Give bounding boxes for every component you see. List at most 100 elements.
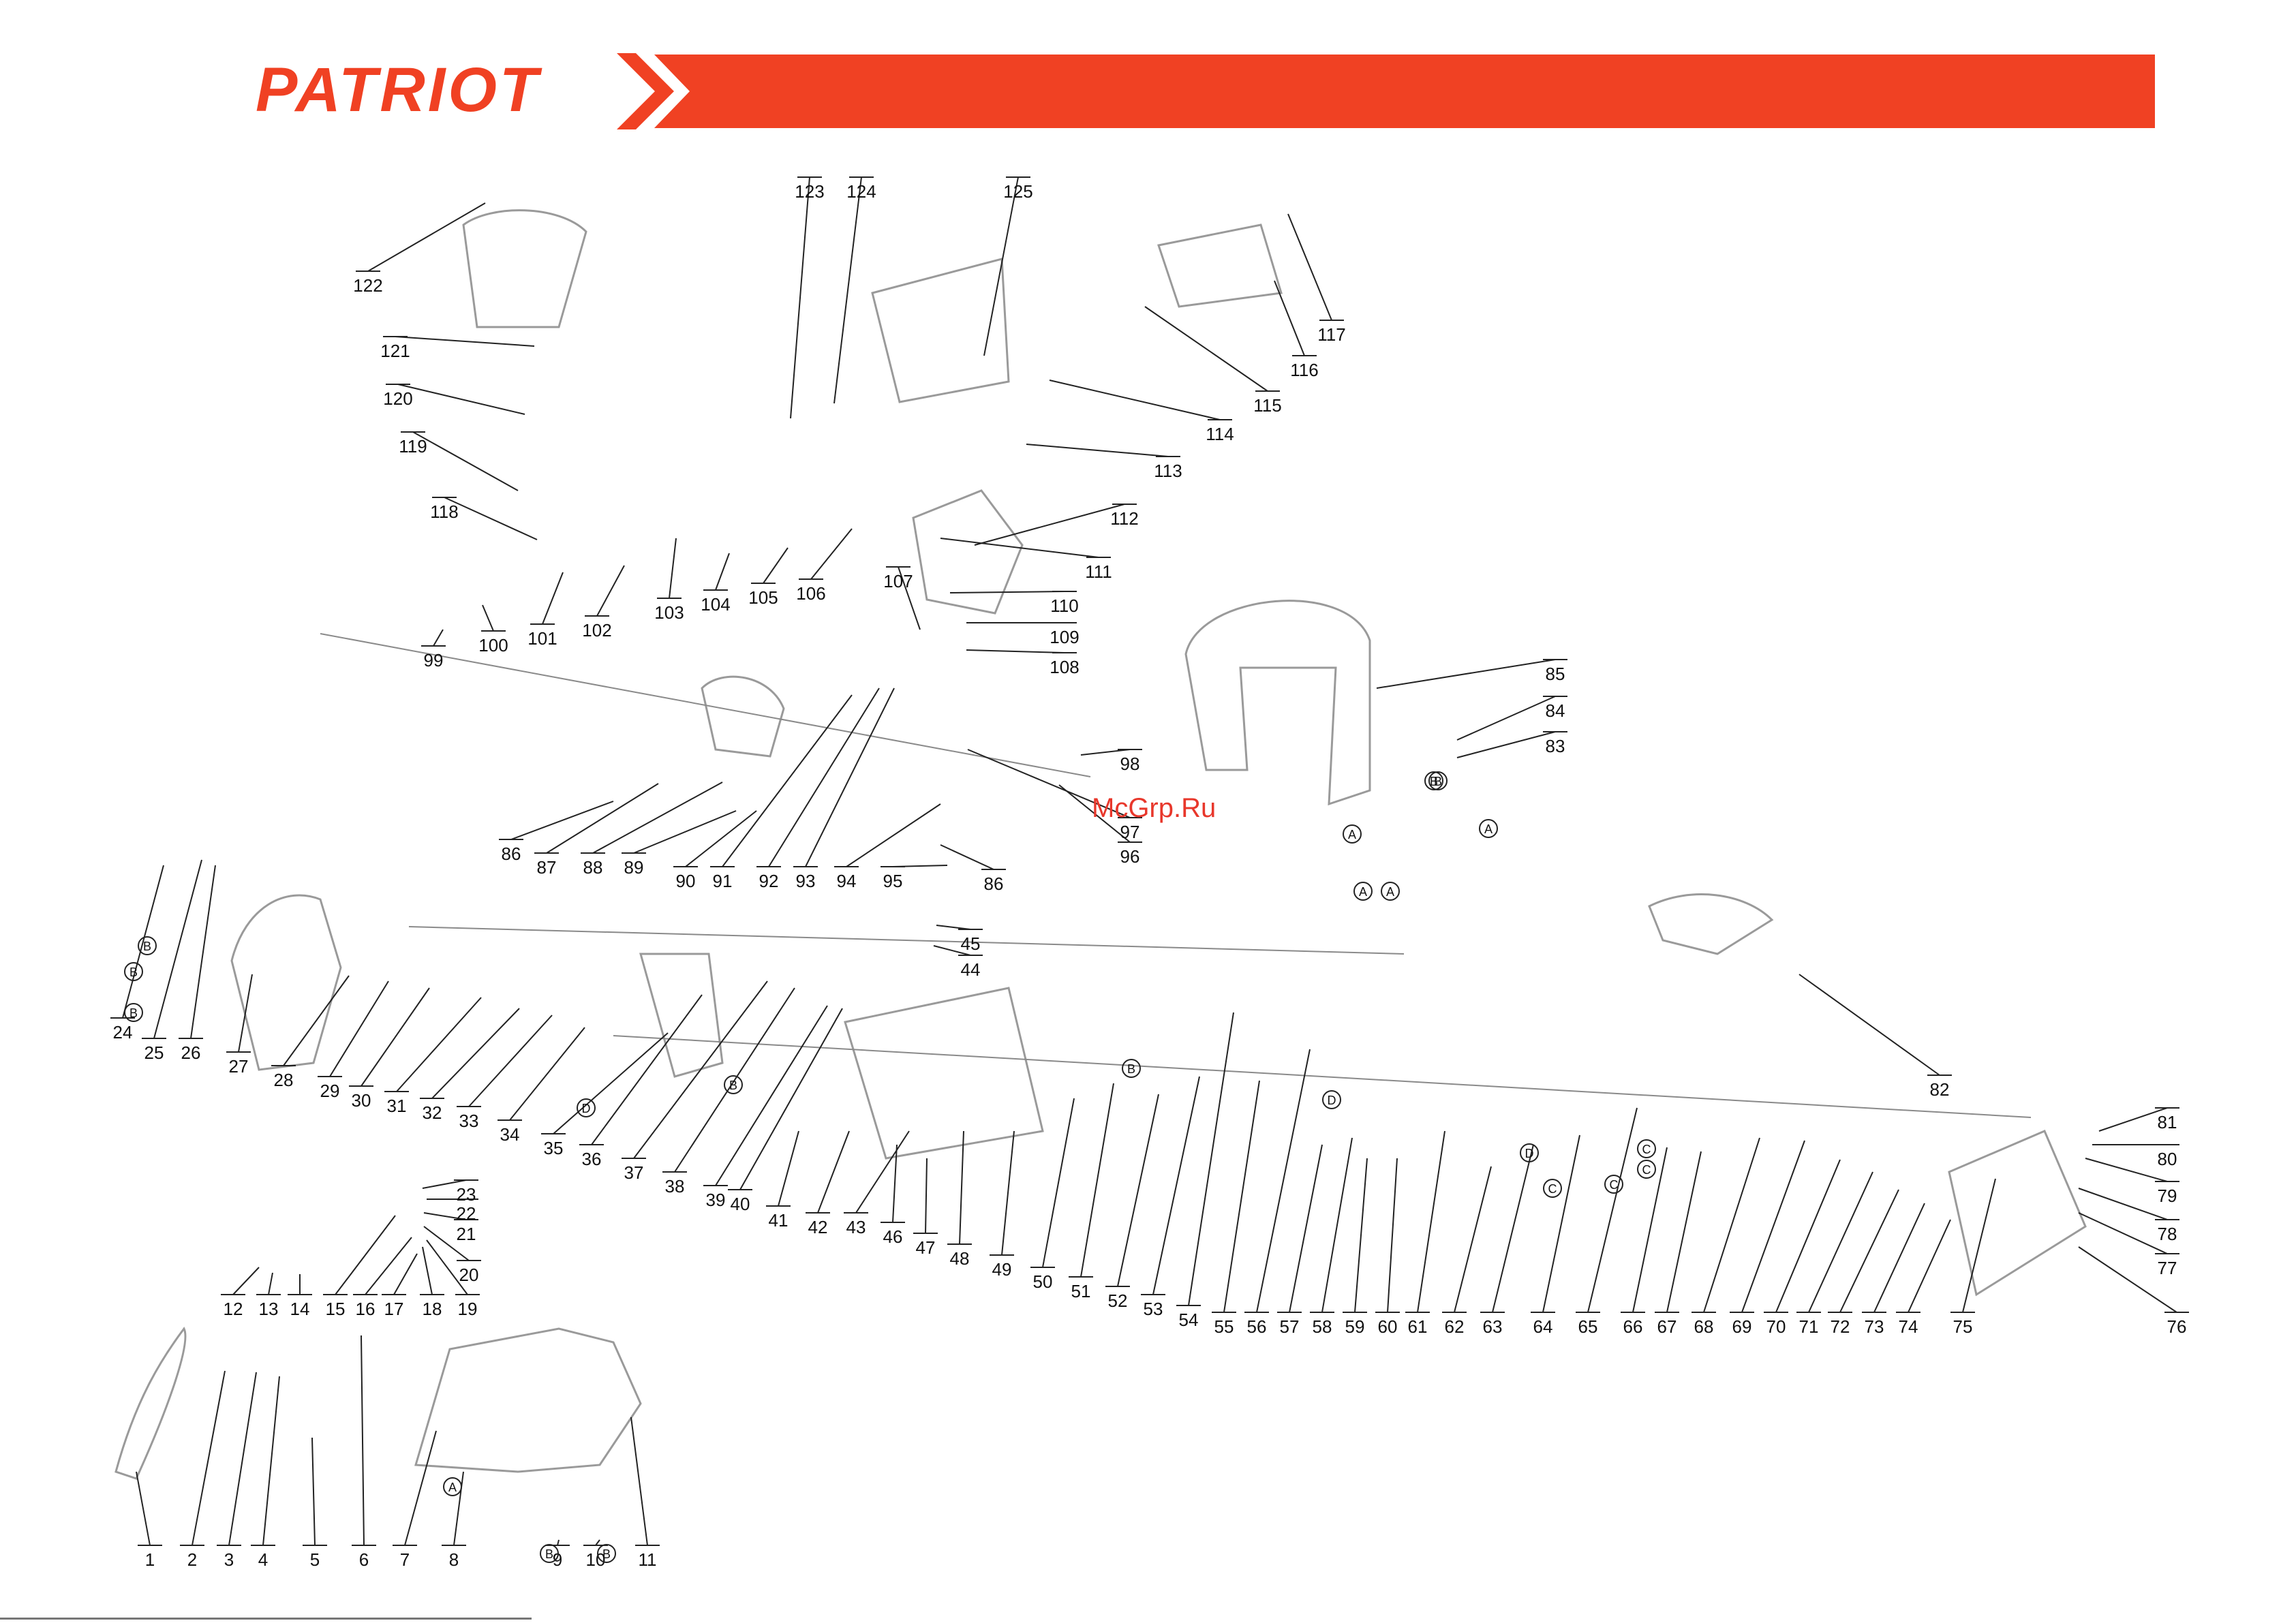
leader-line-38 (674, 987, 795, 1173)
part-number-label: 33 (459, 1111, 479, 1131)
leader-line-7 (404, 1430, 437, 1546)
fastener-ref-letter: D (582, 1102, 591, 1115)
part-number-label: 31 (387, 1096, 407, 1116)
part-number-label: 14 (290, 1299, 310, 1319)
leader-line-33 (468, 1015, 553, 1107)
part-outline-2 (414, 1327, 642, 1473)
leader-line-117 (1287, 213, 1332, 321)
part-outline-9 (1648, 893, 1774, 955)
part-number-label: 58 (1313, 1316, 1332, 1337)
part-number-label: 114 (1206, 424, 1234, 444)
leader-line-98 (1080, 749, 1131, 756)
leader-line-17 (393, 1253, 418, 1295)
part-number-label: 81 (2158, 1112, 2177, 1132)
part-number-label: 46 (883, 1226, 903, 1247)
fastener-ref-letter: A (1484, 822, 1493, 836)
fastener-ref-circle (124, 1003, 143, 1022)
leader-line-16 (365, 1237, 412, 1295)
leader-line-120 (397, 384, 525, 415)
leader-line-1 (136, 1471, 151, 1546)
fastener-ref-circle (1479, 819, 1498, 838)
part-number-label: 109 (1050, 627, 1079, 647)
part-number-label: 83 (1546, 736, 1565, 756)
part-number-label: 70 (1766, 1316, 1786, 1337)
fastener-ref-circle (724, 1075, 743, 1094)
fastener-ref-circle (1381, 882, 1400, 901)
leader-line-59 (1354, 1158, 1368, 1313)
leader-line-74 (1908, 1219, 1951, 1313)
part-number-label: 124 (846, 181, 876, 202)
part-number-label: 107 (883, 571, 913, 591)
leader-line-43 (855, 1130, 910, 1214)
part-number-label: 49 (992, 1259, 1012, 1280)
part-number-label: 110 (1050, 596, 1078, 616)
fastener-ref-letter: D (1525, 1147, 1534, 1160)
assembly-axis-1 (613, 1035, 2032, 1118)
part-number-label: 105 (748, 587, 778, 608)
part-number-label: 118 (430, 501, 458, 522)
fastener-ref-letter: A (1386, 885, 1394, 899)
part-number-label: 39 (706, 1190, 726, 1210)
leader-line-87 (546, 783, 659, 854)
part-number-label: 108 (1050, 657, 1079, 677)
part-number-label: 86 (984, 874, 1004, 894)
part-number-label: 37 (624, 1162, 644, 1183)
leader-line-29 (329, 980, 389, 1077)
part-number-label: 100 (478, 635, 508, 655)
fastener-ref-circle (1353, 882, 1373, 901)
leader-line-93 (805, 687, 895, 867)
part-number-label: 2 (187, 1549, 197, 1570)
part-outline-3 (230, 894, 342, 1071)
fastener-ref-circle (1604, 1175, 1623, 1194)
part-number-label: 86 (502, 844, 521, 864)
leader-line-18 (422, 1246, 433, 1295)
part-number-label: 89 (624, 857, 644, 878)
fastener-ref-letter: C (1642, 1143, 1651, 1156)
part-number-label: 42 (808, 1217, 828, 1237)
part-number-label: 30 (352, 1090, 371, 1111)
leader-line-46 (892, 1144, 898, 1223)
part-number-label: 91 (713, 871, 733, 891)
leader-line-56 (1256, 1049, 1311, 1313)
leader-line-30 (361, 987, 430, 1087)
part-number-label: 28 (274, 1070, 294, 1090)
leader-line-40 (739, 1008, 843, 1190)
leader-line-75 (1962, 1178, 1996, 1313)
part-number-label: 17 (384, 1299, 404, 1319)
part-number-label: 71 (1799, 1316, 1819, 1337)
part-number-label: 56 (1247, 1316, 1267, 1337)
fastener-ref-letter: D (1328, 1094, 1336, 1107)
leader-line-31 (396, 997, 482, 1092)
part-number-label: 53 (1144, 1299, 1163, 1319)
leader-line-25 (153, 859, 202, 1039)
part-number-label: 22 (457, 1203, 476, 1224)
part-number-label: 63 (1483, 1316, 1503, 1337)
part-number-label: 111 (1085, 561, 1112, 582)
part-number-label: 18 (423, 1299, 442, 1319)
part-number-label: 96 (1120, 846, 1140, 867)
part-number-label: 95 (883, 871, 903, 891)
leader-line-4 (262, 1376, 280, 1546)
part-number-label: 80 (2158, 1149, 2177, 1169)
part-number-label: 99 (424, 650, 444, 670)
part-number-label: 65 (1578, 1316, 1598, 1337)
part-number-label: 32 (423, 1102, 442, 1123)
fastener-ref-letter: B (129, 1006, 138, 1020)
leader-line-100 (482, 604, 494, 632)
leader-line-124 (833, 176, 862, 404)
leader-line-119 (412, 431, 519, 491)
leader-line-123 (790, 176, 810, 419)
part-number-label: 9 (553, 1549, 562, 1570)
part-outline-7 (1157, 223, 1283, 308)
leader-line-99 (433, 629, 444, 647)
part-outline-8 (1184, 600, 1371, 806)
part-number-label: 52 (1108, 1290, 1128, 1311)
part-number-label: 59 (1345, 1316, 1365, 1337)
leader-line-108 (966, 649, 1065, 653)
part-number-label: 19 (458, 1299, 478, 1319)
leader-line-96 (1058, 784, 1131, 843)
leader-line-104 (715, 553, 730, 591)
part-number-label: 51 (1071, 1281, 1091, 1301)
watermark-text: McGrp.Ru (1092, 793, 1216, 823)
